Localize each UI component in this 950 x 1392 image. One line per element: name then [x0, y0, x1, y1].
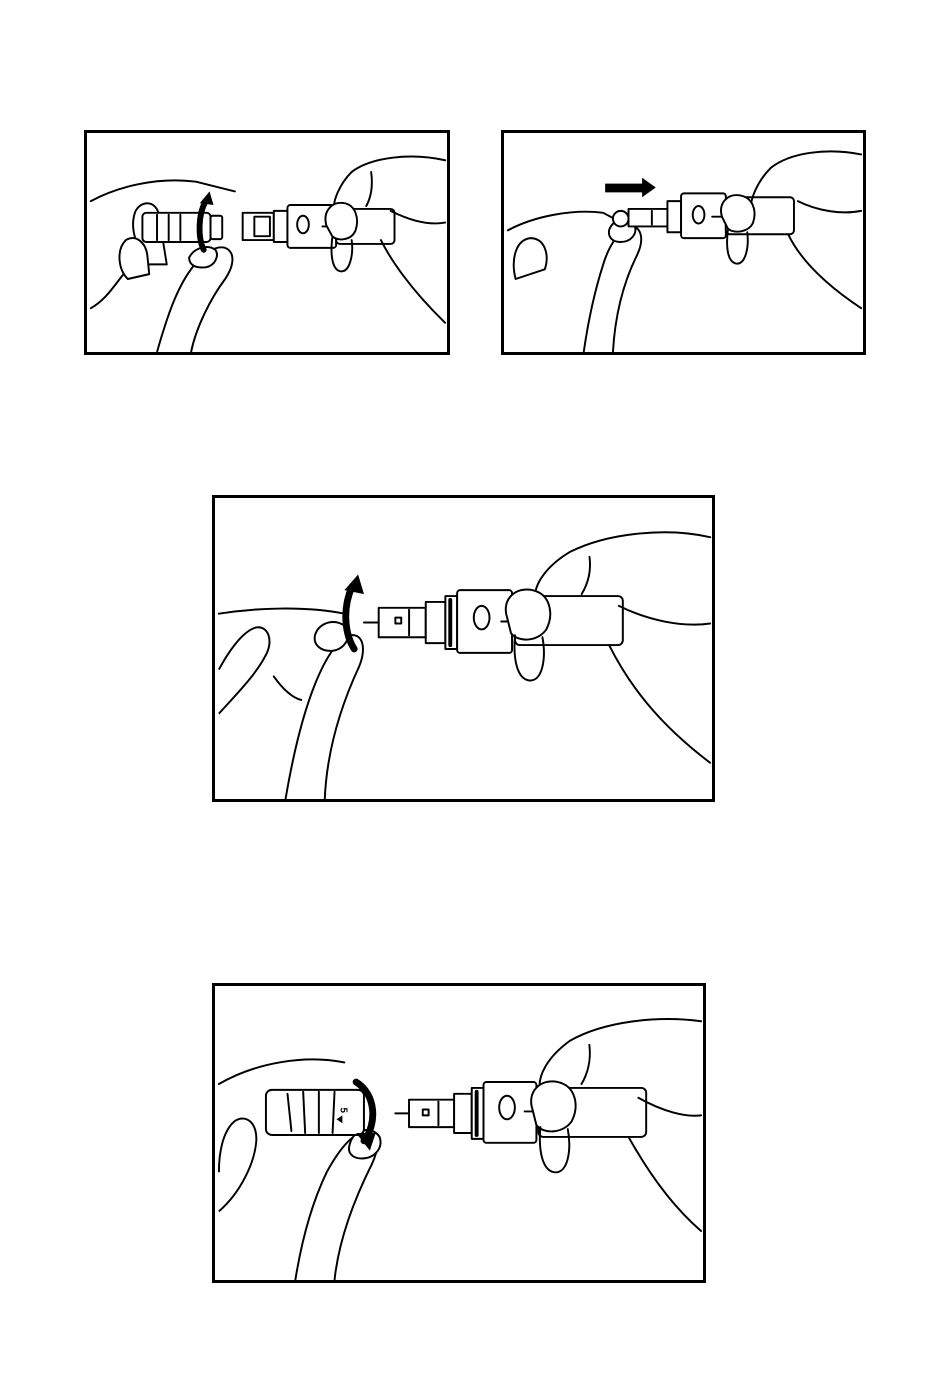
step-1-drawing [87, 133, 447, 352]
illustration-step-3 [212, 495, 715, 802]
illustration-step-2 [501, 130, 866, 355]
lancet-body [409, 1100, 454, 1127]
step-3-drawing [215, 498, 712, 799]
curved-arrow-icon [346, 586, 354, 649]
right-hand-outline [540, 1019, 701, 1092]
left-hand-outline [219, 1059, 344, 1084]
illustration-step-4: 5 [212, 983, 706, 1283]
step-4-drawing: 5 [215, 986, 703, 1280]
right-hand-outline [334, 157, 445, 211]
left-hand-outline [508, 212, 618, 231]
right-thumb [531, 1081, 575, 1131]
lancet [613, 211, 629, 227]
left-hand-outline [219, 609, 344, 614]
step-2-drawing [504, 133, 863, 352]
left-hand-outline [91, 180, 235, 201]
right-hand-outline [535, 532, 710, 600]
dial-marking: 5 [337, 1108, 348, 1114]
right-thumb [721, 195, 754, 232]
straight-arrow-icon [605, 184, 644, 193]
illustration-step-1 [84, 130, 450, 355]
right-thumb [326, 203, 358, 240]
right-thumb [506, 589, 550, 639]
